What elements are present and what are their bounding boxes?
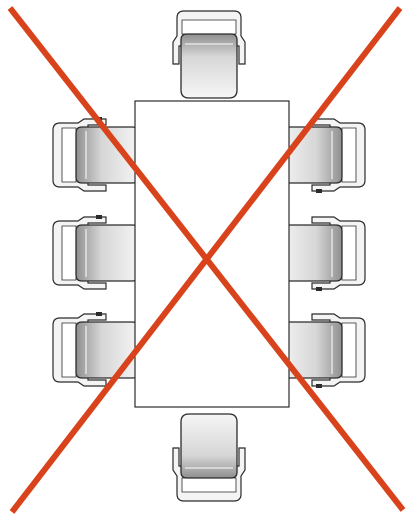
chair-left-2 <box>52 214 141 290</box>
chair-right-1 <box>277 118 366 194</box>
chair-right-3 <box>277 313 366 389</box>
chair-top-head <box>172 10 246 99</box>
cross-line-ascending <box>9 6 403 514</box>
chair-bottom-head <box>172 413 246 502</box>
chair-right-2 <box>277 216 366 292</box>
chair-left-3 <box>52 311 141 387</box>
